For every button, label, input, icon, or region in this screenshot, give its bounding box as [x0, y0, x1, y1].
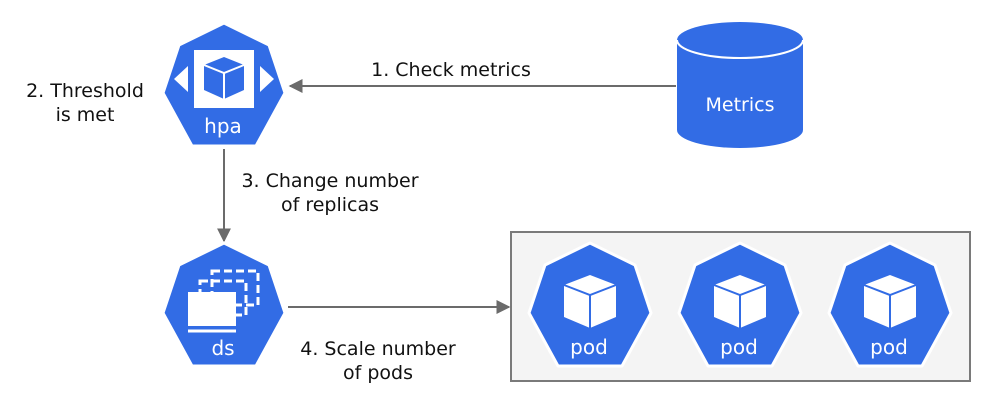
pod-node[interactable]: pod: [527, 241, 653, 368]
change-replicas-label-line2: of replicas: [281, 194, 379, 216]
pod-label: pod: [870, 335, 908, 359]
ds-node[interactable]: ds: [161, 241, 287, 368]
pod-cube-icon: [713, 275, 767, 328]
hpa-scale-icon: [174, 50, 274, 108]
pod-node[interactable]: pod: [677, 241, 803, 368]
pod-label: pod: [570, 335, 608, 359]
metrics-node[interactable]: Metrics: [676, 22, 804, 148]
hpa-node[interactable]: hpa: [161, 21, 287, 148]
threshold-note-line1: 2. Threshold: [26, 80, 144, 102]
pod-cube-icon: [563, 275, 617, 328]
hpa-label: hpa: [204, 114, 242, 138]
scale-pods-label-line1: 4. Scale number: [300, 338, 456, 360]
scale-pods-label-line2: of pods: [343, 362, 413, 384]
database-cylinder-icon: [677, 22, 803, 148]
change-replicas-label-line1: 3. Change number: [241, 170, 418, 192]
pod-cube-icon: [863, 275, 917, 328]
threshold-note-line2: is met: [56, 104, 115, 126]
pod-label: pod: [720, 335, 758, 359]
metrics-label: Metrics: [706, 94, 775, 116]
pod-node[interactable]: pod: [827, 241, 953, 368]
check-metrics-label: 1. Check metrics: [371, 59, 531, 81]
database-top-rim: [676, 39, 804, 59]
daemonset-icon: [188, 269, 260, 333]
ds-label: ds: [211, 336, 234, 360]
